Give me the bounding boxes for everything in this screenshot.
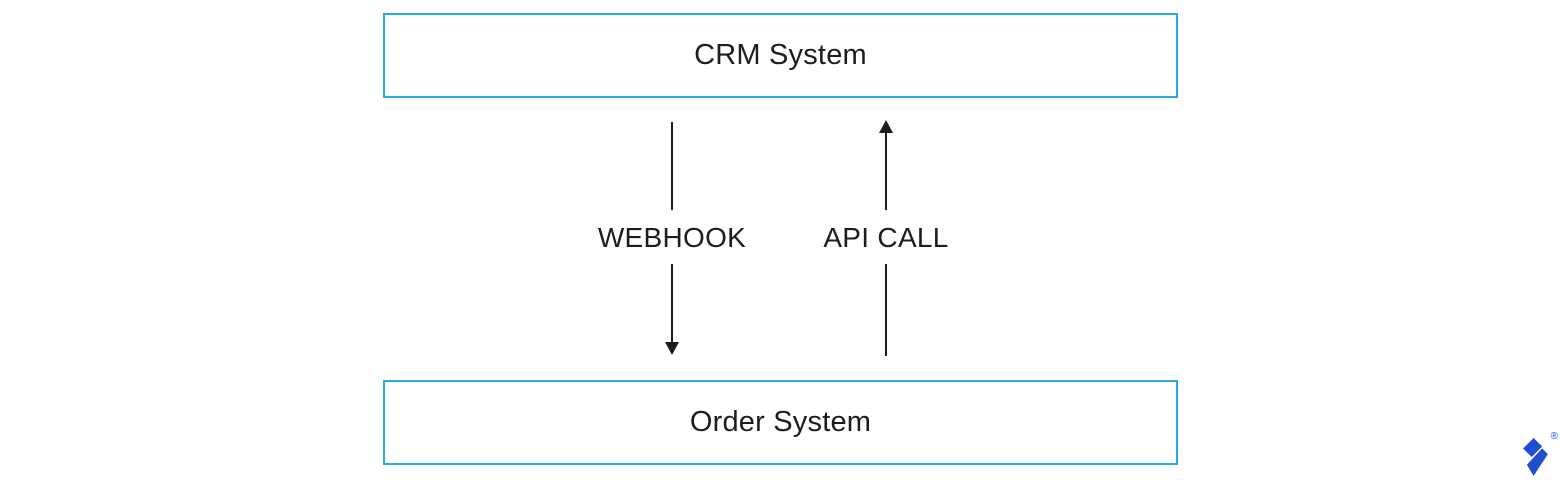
- api-call-arrow-line-lower: [885, 264, 887, 356]
- webhook-arrow-line-lower: [671, 264, 673, 342]
- crm-system-label: CRM System: [694, 39, 867, 71]
- toptal-logo: ®: [1520, 432, 1558, 477]
- order-system-label: Order System: [689, 406, 872, 438]
- crm-system-node: CRM System: [383, 13, 1178, 98]
- arrowhead-down-icon: [665, 342, 679, 355]
- toptal-logo-icon: [1523, 437, 1548, 477]
- api-call-arrow-line-upper: [885, 133, 887, 210]
- registered-trademark-icon: ®: [1550, 431, 1558, 442]
- webhook-arrow-line-upper: [671, 122, 673, 210]
- arrowhead-up-icon: [879, 120, 893, 133]
- api-call-label: API CALL: [823, 222, 949, 253]
- webhook-label: WEBHOOK: [597, 222, 747, 253]
- order-system-node: Order System: [383, 380, 1178, 465]
